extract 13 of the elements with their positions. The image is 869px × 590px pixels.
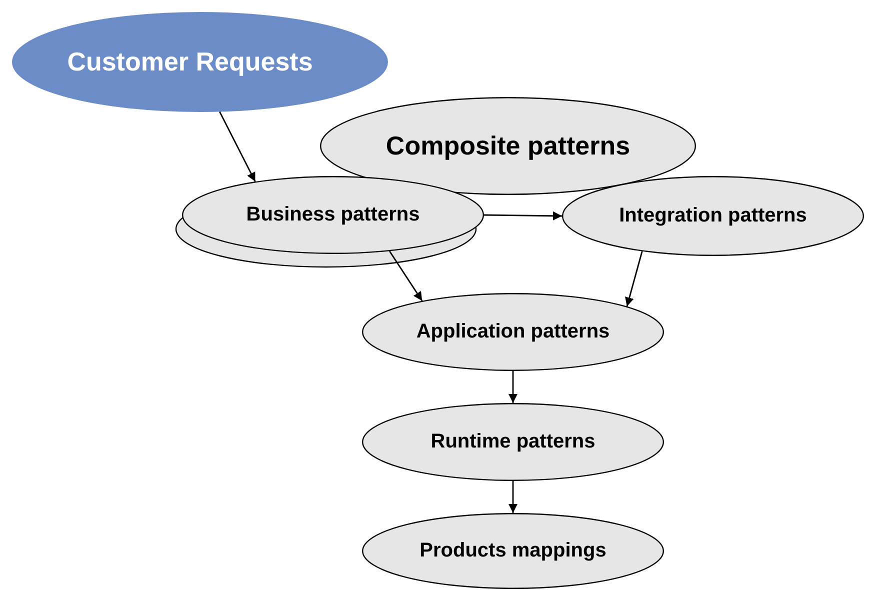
arrow xyxy=(484,211,562,220)
node-label: Composite patterns xyxy=(386,130,630,162)
arrow xyxy=(508,481,518,513)
arrow xyxy=(508,371,518,403)
node-label: Integration patterns xyxy=(619,204,807,228)
node-label: Products mappings xyxy=(420,540,606,562)
node-label: Business patterns xyxy=(246,204,420,226)
arrow xyxy=(388,250,423,302)
node-label: Application patterns xyxy=(416,320,610,344)
arrow xyxy=(219,111,256,182)
arrow xyxy=(625,251,643,307)
node-label: Customer Requests xyxy=(67,46,313,78)
node-label: Runtime patterns xyxy=(430,430,596,454)
